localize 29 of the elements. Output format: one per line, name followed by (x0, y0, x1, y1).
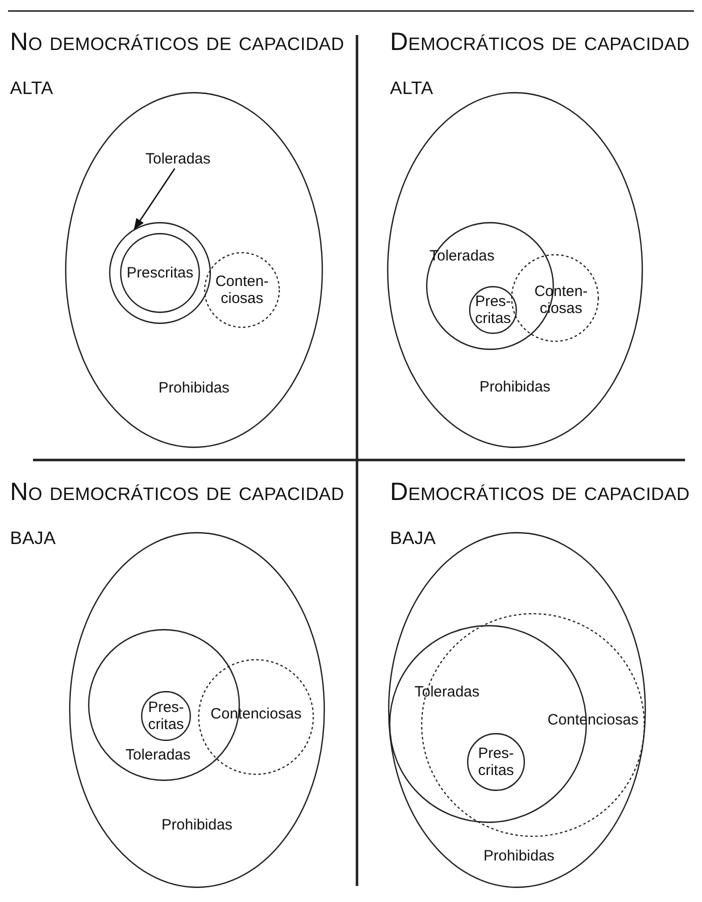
outer-ellipse (65, 92, 323, 448)
region-label: Toleradas (145, 150, 211, 168)
circle (469, 286, 517, 334)
region-label: Pres- critas (148, 699, 184, 733)
arrow (134, 168, 176, 230)
region-label: Prohibidas (480, 378, 550, 396)
circle (467, 733, 525, 791)
region-label: Prohibidas (162, 816, 232, 834)
outer-ellipse (388, 532, 646, 888)
region-label: Conten- ciosas (215, 273, 269, 307)
region-label: Prohibidas (484, 848, 554, 864)
region-label: Prohibidas (158, 380, 230, 396)
circle (141, 691, 191, 741)
region-label: Pres- critas (475, 293, 511, 327)
quadrant-heading: No democráticos de capacidad alta (10, 27, 346, 102)
quadrant-heading: No democráticos de capacidad baja (10, 477, 346, 552)
region-label: Pres- critas (478, 745, 514, 779)
outer-ellipse (69, 532, 325, 888)
circle (109, 222, 211, 324)
quadrant-heading: Democráticos de capacidad alta (390, 27, 690, 102)
region-label: Prescritas (126, 264, 194, 282)
dashed-circle (511, 254, 599, 342)
quadrant-heading: Democráticos de capacidad baja (390, 477, 690, 552)
dashed-circle (204, 252, 280, 328)
outer-ellipse (387, 92, 643, 448)
region-label: Toleradas (125, 746, 191, 764)
circle (120, 233, 200, 313)
dashed-circle (198, 659, 314, 775)
region-label: Toleradas (414, 684, 480, 700)
